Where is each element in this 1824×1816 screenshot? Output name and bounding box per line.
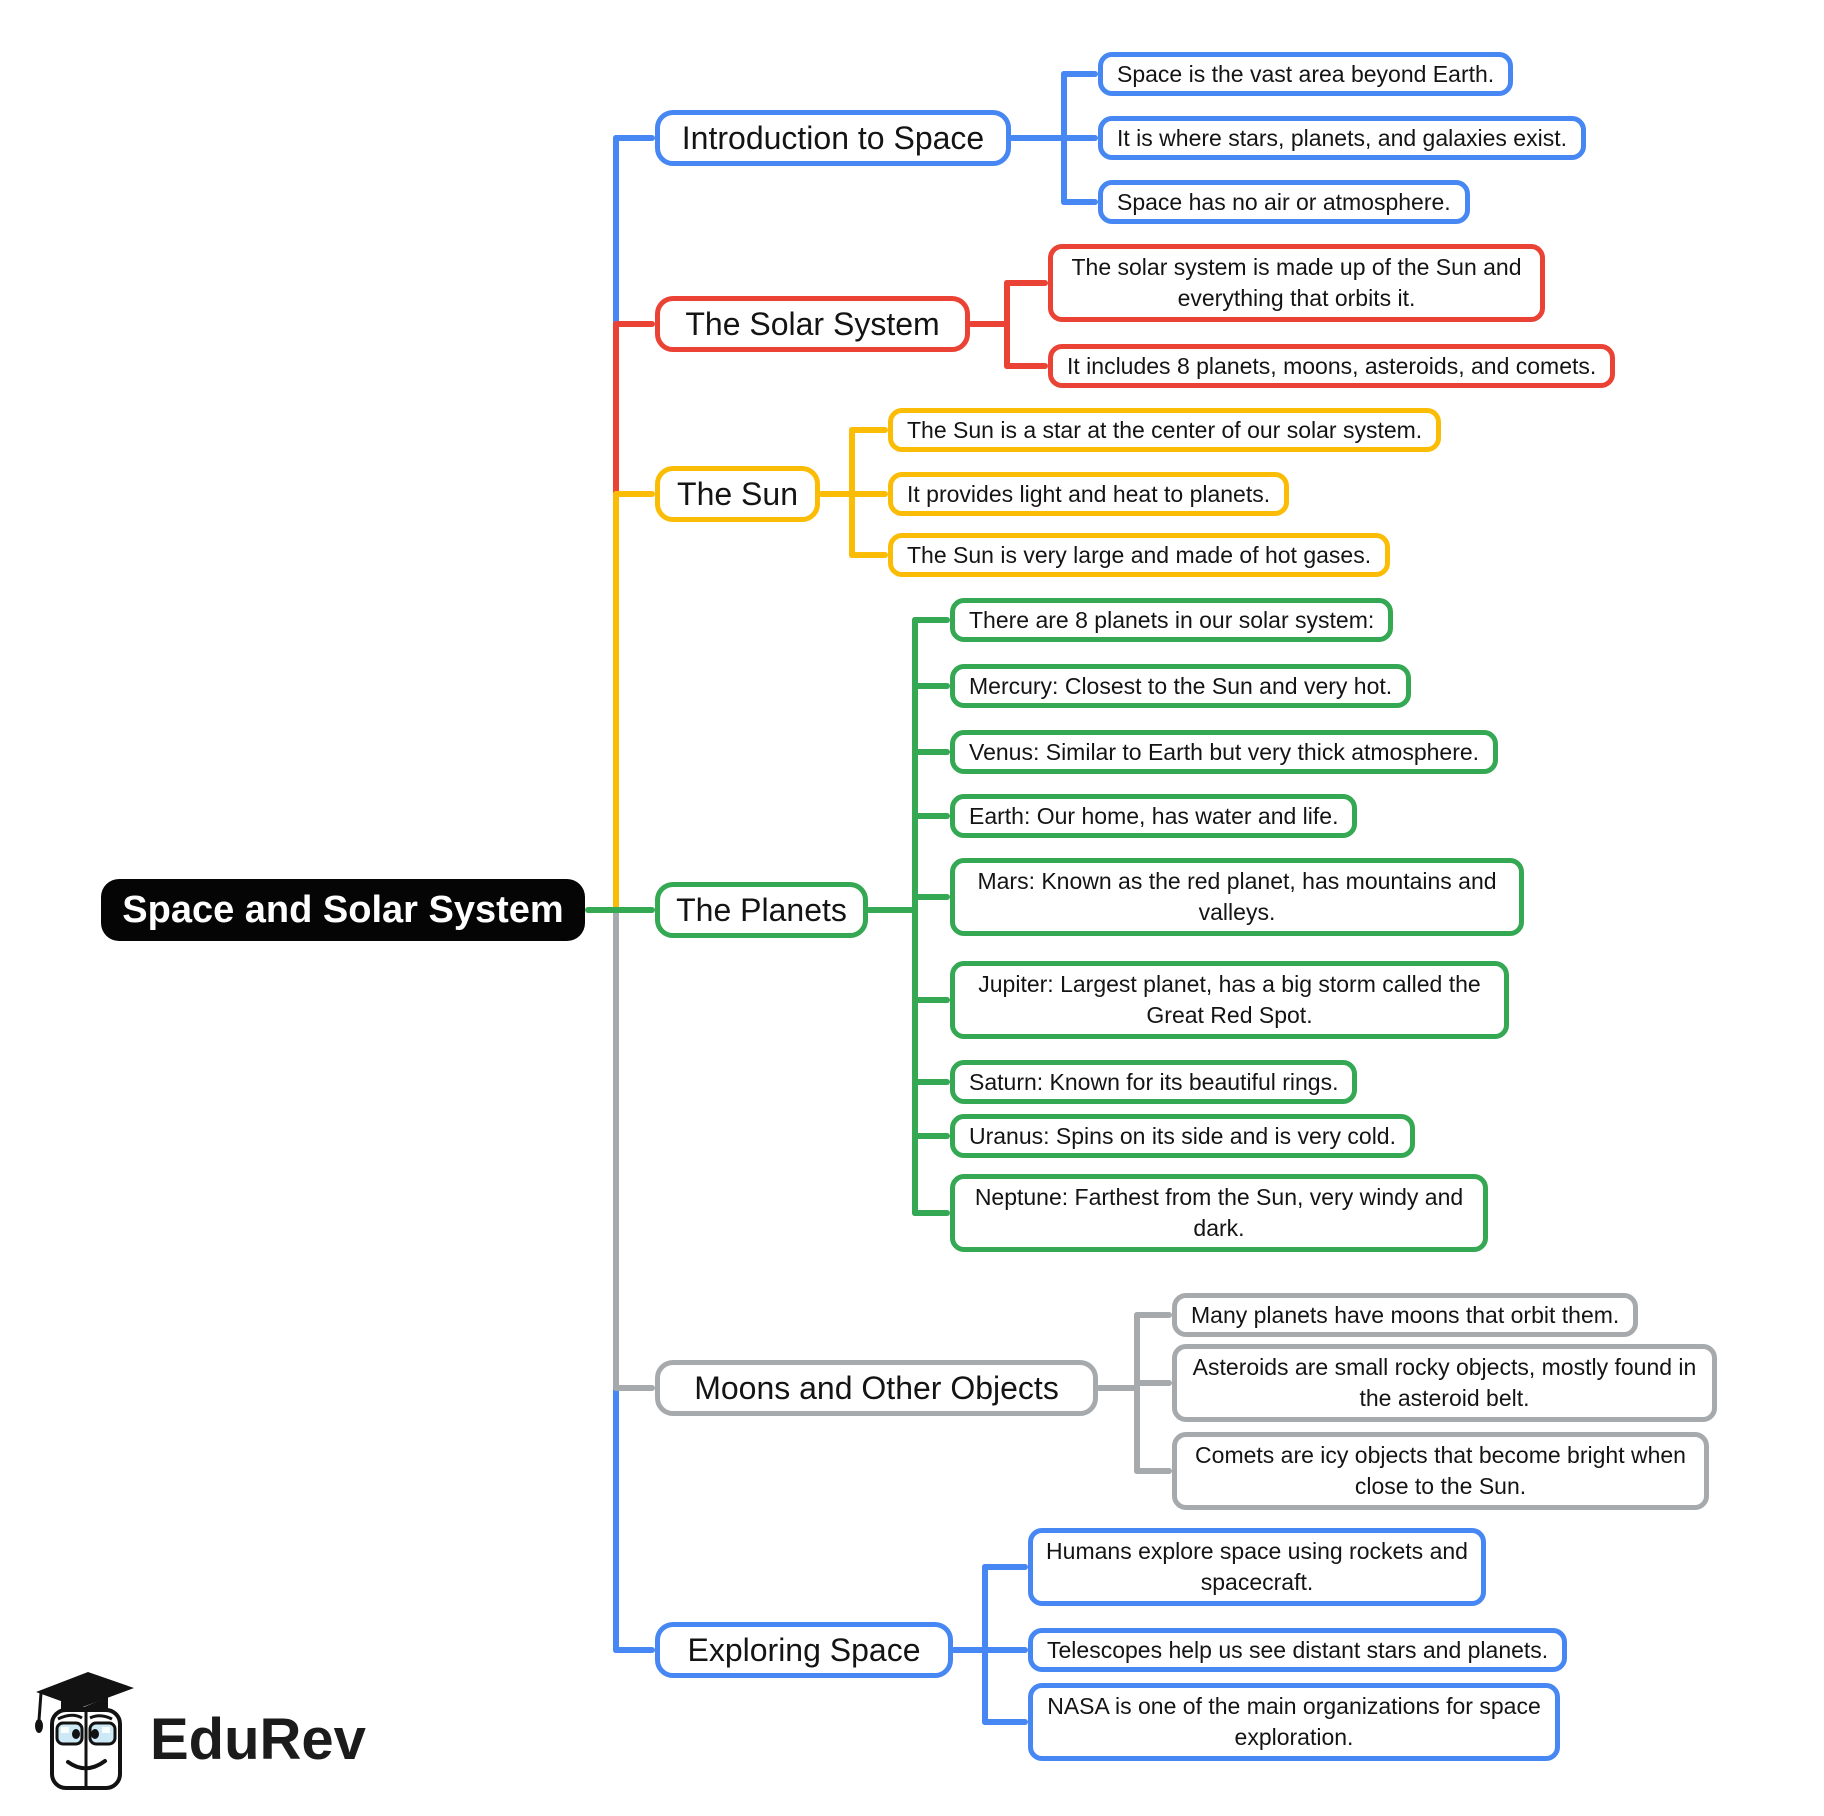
branch-stub-line — [613, 1385, 655, 1391]
child-node: Earth: Our home, has water and life. — [950, 794, 1358, 838]
branch-node: The Solar System — [655, 296, 970, 352]
child-stub-line — [912, 1210, 950, 1216]
child-stub-line — [912, 617, 950, 623]
edurev-logo: EduRev — [28, 1662, 458, 1812]
child-node: The Sun is very large and made of hot ga… — [888, 533, 1391, 577]
branch-stub-line — [866, 907, 918, 913]
child-stub-line — [912, 749, 950, 755]
branch-stub-line — [585, 907, 655, 913]
child-node: Space has no air or atmosphere. — [1098, 180, 1470, 224]
child-stub-line — [1061, 199, 1098, 205]
child-stub-line — [849, 427, 888, 433]
branch-stub-line — [1009, 135, 1067, 141]
child-node: The solar system is made up of the Sun a… — [1048, 244, 1545, 322]
child-node: Humans explore space using rockets and s… — [1028, 1528, 1486, 1606]
child-node: It includes 8 planets, moons, asteroids,… — [1048, 344, 1616, 388]
child-node: The Sun is a star at the center of our s… — [888, 408, 1442, 452]
child-node: Neptune: Farthest from the Sun, very win… — [950, 1174, 1488, 1252]
child-node: Venus: Similar to Earth but very thick a… — [950, 730, 1499, 774]
child-stub-line — [982, 1719, 1028, 1725]
branch-stub-line — [613, 321, 655, 327]
child-stub-line — [982, 1647, 1028, 1653]
child-stub-line — [1134, 1312, 1172, 1318]
child-stub-line — [1061, 135, 1098, 141]
branch-node: Moons and Other Objects — [655, 1360, 1098, 1416]
trunk-line — [613, 1385, 619, 1653]
child-node: It provides light and heat to planets. — [888, 472, 1290, 516]
branch-stub-line — [613, 1647, 655, 1653]
branch-node: The Sun — [655, 466, 820, 522]
child-node: Jupiter: Largest planet, has a big storm… — [950, 961, 1509, 1039]
child-trunk-line — [982, 1564, 988, 1725]
branch-stub-line — [968, 321, 1010, 327]
child-node: Telescopes help us see distant stars and… — [1028, 1628, 1568, 1672]
child-stub-line — [912, 997, 950, 1003]
branch-stub-line — [613, 491, 655, 497]
trunk-line — [613, 321, 619, 497]
child-node: It is where stars, planets, and galaxies… — [1098, 116, 1586, 160]
root-node: Space and Solar System — [101, 879, 585, 941]
edurev-mascot-icon — [35, 1672, 134, 1790]
edurev-logo-text: EduRev — [150, 1707, 366, 1772]
child-node: Comets are icy objects that become brigh… — [1172, 1432, 1709, 1510]
child-stub-line — [1134, 1380, 1172, 1386]
child-node: Mars: Known as the red planet, has mount… — [950, 858, 1524, 936]
branch-node: Exploring Space — [655, 1622, 953, 1678]
trunk-line — [613, 907, 619, 1391]
child-stub-line — [1061, 71, 1098, 77]
child-node: Uranus: Spins on its side and is very co… — [950, 1114, 1415, 1158]
child-stub-line — [982, 1564, 1028, 1570]
child-trunk-line — [1004, 280, 1010, 369]
branch-node: The Planets — [655, 882, 868, 938]
trunk-line — [613, 491, 619, 913]
child-stub-line — [849, 552, 888, 558]
branch-stub-line — [818, 491, 855, 497]
child-node: Saturn: Known for its beautiful rings. — [950, 1060, 1358, 1104]
branch-node: Introduction to Space — [655, 110, 1011, 166]
child-trunk-line — [1134, 1312, 1140, 1474]
child-stub-line — [1004, 363, 1048, 369]
child-stub-line — [1134, 1468, 1172, 1474]
child-trunk-line — [912, 617, 918, 1216]
child-stub-line — [849, 491, 888, 497]
child-node: NASA is one of the main organizations fo… — [1028, 1683, 1560, 1761]
child-node: Mercury: Closest to the Sun and very hot… — [950, 664, 1412, 708]
trunk-line — [613, 135, 619, 327]
child-stub-line — [912, 1079, 950, 1085]
child-node: Asteroids are small rocky objects, mostl… — [1172, 1344, 1717, 1422]
child-stub-line — [912, 894, 950, 900]
child-node: Space is the vast area beyond Earth. — [1098, 52, 1514, 96]
child-stub-line — [912, 683, 950, 689]
child-node: There are 8 planets in our solar system: — [950, 598, 1394, 642]
branch-stub-line — [951, 1647, 988, 1653]
branch-stub-line — [613, 135, 655, 141]
child-stub-line — [1004, 280, 1048, 286]
child-stub-line — [912, 1133, 950, 1139]
branch-stub-line — [1096, 1385, 1140, 1391]
child-node: Many planets have moons that orbit them. — [1172, 1293, 1639, 1337]
child-stub-line — [912, 813, 950, 819]
